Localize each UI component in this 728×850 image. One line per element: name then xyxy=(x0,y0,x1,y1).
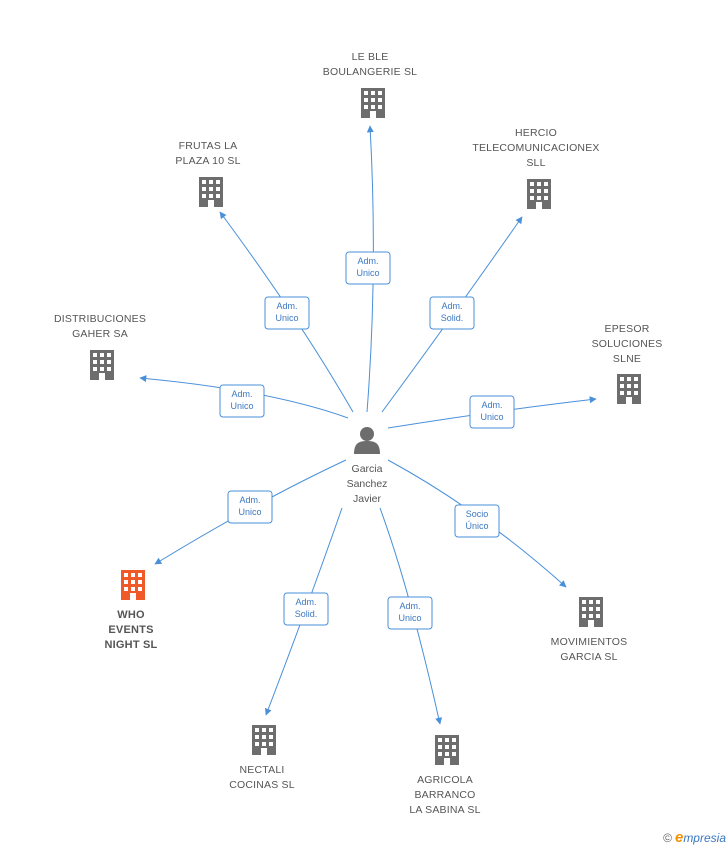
company-name-line: NIGHT SL xyxy=(105,639,158,651)
relation-label-epesor[interactable]: Adm. Unico xyxy=(469,395,515,429)
center-person-node[interactable]: Garcia Sanchez Javier xyxy=(347,427,388,505)
building-icon xyxy=(90,350,114,380)
relation-label-line: Único xyxy=(465,521,488,531)
building-icon xyxy=(361,88,385,118)
brand-initial: e xyxy=(674,829,684,846)
company-node-le-ble[interactable]: LE BLE BOULANGERIE SL xyxy=(323,51,417,118)
company-node-distribuciones[interactable]: DISTRIBUCIONES GAHER SA xyxy=(54,313,146,380)
building-icon xyxy=(121,570,145,600)
company-name-line: COCINAS SL xyxy=(229,779,295,791)
company-node-frutas[interactable]: FRUTAS LA PLAZA 10 SL xyxy=(175,140,240,207)
relation-label-box xyxy=(429,296,475,330)
relation-label-line: Adm. xyxy=(239,495,260,505)
relation-label-box xyxy=(227,490,273,524)
building-icon xyxy=(617,374,641,404)
building-icon xyxy=(199,177,223,207)
company-name-line: GARCIA SL xyxy=(560,651,617,663)
company-name-line: PLAZA 10 SL xyxy=(175,155,240,167)
relation-label-line: Unico xyxy=(398,613,421,623)
person-icon xyxy=(354,427,380,454)
relation-label-box xyxy=(387,596,433,630)
relation-label-hercio[interactable]: Adm. Solid. xyxy=(429,296,475,330)
relation-label-line: Unico xyxy=(275,313,298,323)
relation-label-line: Solid. xyxy=(295,609,318,619)
company-name-line: SOLUCIONES xyxy=(592,338,663,350)
company-node-nectali[interactable]: NECTALI COCINAS SL xyxy=(229,725,295,791)
copyright-symbol: © xyxy=(663,831,672,845)
relation-label-line: Unico xyxy=(356,268,379,278)
company-name-line: DISTRIBUCIONES xyxy=(54,313,146,325)
relation-label-line: Adm. xyxy=(357,256,378,266)
relation-label-box xyxy=(264,296,310,330)
center-name-line-2: Sanchez xyxy=(347,478,388,490)
relation-label-line: Adm. xyxy=(441,301,462,311)
relation-label-line: Adm. xyxy=(276,301,297,311)
relation-label-box xyxy=(469,395,515,429)
center-name-line-3: Javier xyxy=(353,493,382,505)
brand-name: mpresia xyxy=(683,831,726,845)
relation-label-distribuciones[interactable]: Adm. Unico xyxy=(219,384,265,418)
center-name-line-1: Garcia xyxy=(352,463,383,475)
building-icon xyxy=(435,735,459,765)
relation-label-box xyxy=(345,251,391,285)
relation-label-line: Adm. xyxy=(231,389,252,399)
footer-brand: ©empresia xyxy=(663,829,726,846)
company-node-who-events[interactable]: WHO EVENTS NIGHT SL xyxy=(105,570,158,651)
company-name-line: HERCIO xyxy=(515,127,557,139)
company-node-epesor[interactable]: EPESOR SOLUCIONES SLNE xyxy=(592,323,663,404)
company-name-line: FRUTAS LA xyxy=(179,140,238,152)
building-icon xyxy=(527,179,551,209)
company-name-line: LE BLE xyxy=(352,51,389,63)
relation-label-who-events[interactable]: Adm. Unico xyxy=(227,490,273,524)
company-name-line: LA SABINA SL xyxy=(409,804,480,816)
relation-label-line: Adm. xyxy=(399,601,420,611)
relation-label-line: Unico xyxy=(480,412,503,422)
relation-label-le-ble[interactable]: Adm. Unico xyxy=(345,251,391,285)
relation-label-line: Socio xyxy=(466,509,489,519)
company-name-line: BARRANCO xyxy=(414,789,475,801)
company-name-line: EPESOR xyxy=(605,323,650,335)
company-name-line: AGRICOLA xyxy=(417,774,473,786)
relation-label-box xyxy=(454,504,500,538)
building-icon xyxy=(252,725,276,755)
relation-label-line: Unico xyxy=(238,507,261,517)
relation-label-frutas[interactable]: Adm. Unico xyxy=(264,296,310,330)
company-name-line: WHO xyxy=(117,609,145,621)
relation-label-box xyxy=(283,592,329,626)
relation-label-box xyxy=(219,384,265,418)
company-name-line: MOVIMIENTOS xyxy=(551,636,628,648)
building-icon xyxy=(579,597,603,627)
relation-label-line: Adm. xyxy=(295,597,316,607)
company-name-line: SLNE xyxy=(613,353,641,365)
company-name-line: NECTALI xyxy=(240,764,285,776)
company-name-line: EVENTS xyxy=(108,624,153,636)
relation-label-line: Adm. xyxy=(481,400,502,410)
relation-label-line: Solid. xyxy=(441,313,464,323)
company-name-line: BOULANGERIE SL xyxy=(323,66,417,78)
company-name-line: GAHER SA xyxy=(72,328,128,340)
relation-label-nectali[interactable]: Adm. Solid. xyxy=(283,592,329,626)
company-name-line: TELECOMUNICACIONEX xyxy=(472,142,599,154)
relation-label-line: Unico xyxy=(230,401,253,411)
company-node-hercio[interactable]: HERCIO TELECOMUNICACIONEX SLL xyxy=(472,127,599,209)
company-node-agricola[interactable]: AGRICOLA BARRANCO LA SABINA SL xyxy=(409,735,480,816)
relation-label-agricola[interactable]: Adm. Unico xyxy=(387,596,433,630)
company-name-line: SLL xyxy=(526,157,545,169)
company-node-movimientos[interactable]: MOVIMIENTOS GARCIA SL xyxy=(551,597,628,663)
